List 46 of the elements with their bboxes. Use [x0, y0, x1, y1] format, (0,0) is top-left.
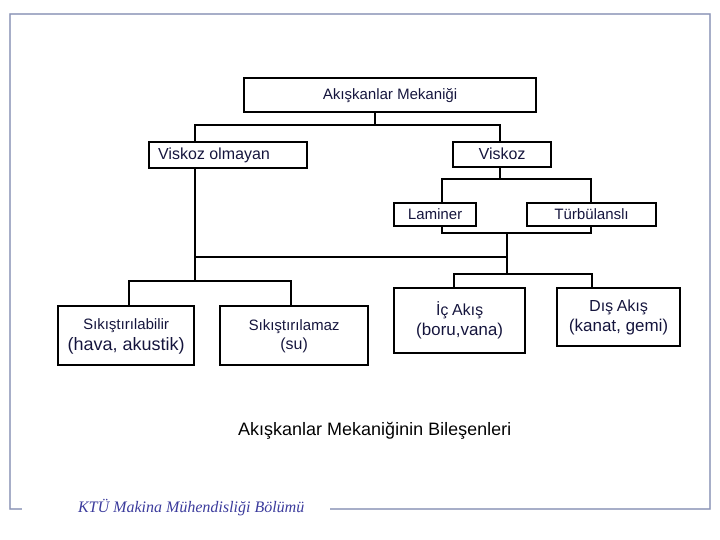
category-box: [556, 287, 681, 347]
caption: Akışkanlar Mekaniğinin Bileşenleri: [238, 419, 512, 440]
category-box: [393, 202, 477, 227]
node-title: Akışkanlar Mekaniği: [322, 86, 458, 104]
node-title: İç Akış: [436, 300, 484, 320]
connector-line: [506, 232, 592, 234]
node-title: Sıkıştırılabilir: [83, 316, 169, 334]
category-box: [57, 305, 195, 366]
connector-line: [194, 256, 196, 282]
connector-line: [499, 124, 501, 142]
node-title: Sıkıştırılamaz: [248, 316, 340, 335]
category-box: [393, 287, 526, 354]
connector-line: [441, 232, 508, 234]
connector-line: [506, 273, 593, 275]
connector-line: [194, 124, 376, 126]
connector-line: [499, 178, 592, 180]
node-detail: (kanat, gemi): [568, 316, 668, 337]
connector-line: [590, 178, 592, 203]
connector-line: [374, 124, 501, 126]
footer-text: KTÜ Makina Mühendisliği Bölümü: [78, 499, 304, 517]
connector-line: [290, 280, 292, 306]
node-detail: (su): [280, 334, 308, 354]
connector-line: [194, 124, 196, 142]
category-box: [526, 202, 657, 227]
category-box: [452, 141, 552, 168]
node-title: Dış Akış: [589, 297, 648, 316]
connector-line: [194, 280, 292, 282]
node-title: Viskoz olmayan: [158, 145, 270, 165]
connector-line: [499, 167, 501, 180]
node-title: Viskoz: [478, 144, 526, 164]
node-title: Laminer: [408, 206, 462, 224]
node-detail: (boru,vana): [416, 320, 503, 340]
category-box: [148, 141, 308, 169]
connector-line: [453, 273, 508, 275]
category-box: [243, 77, 537, 113]
connector-line: [441, 178, 501, 180]
node-detail: (hava, akustik): [67, 334, 185, 356]
category-box: [219, 305, 369, 366]
connector-line: [194, 256, 508, 258]
connector-line: [128, 280, 196, 282]
connector-line: [453, 273, 455, 288]
connector-line: [128, 280, 130, 306]
connector-line: [591, 273, 593, 288]
node-title: Türbülanslı: [554, 206, 629, 224]
connector-line: [441, 178, 443, 203]
connector-line: [374, 112, 376, 126]
